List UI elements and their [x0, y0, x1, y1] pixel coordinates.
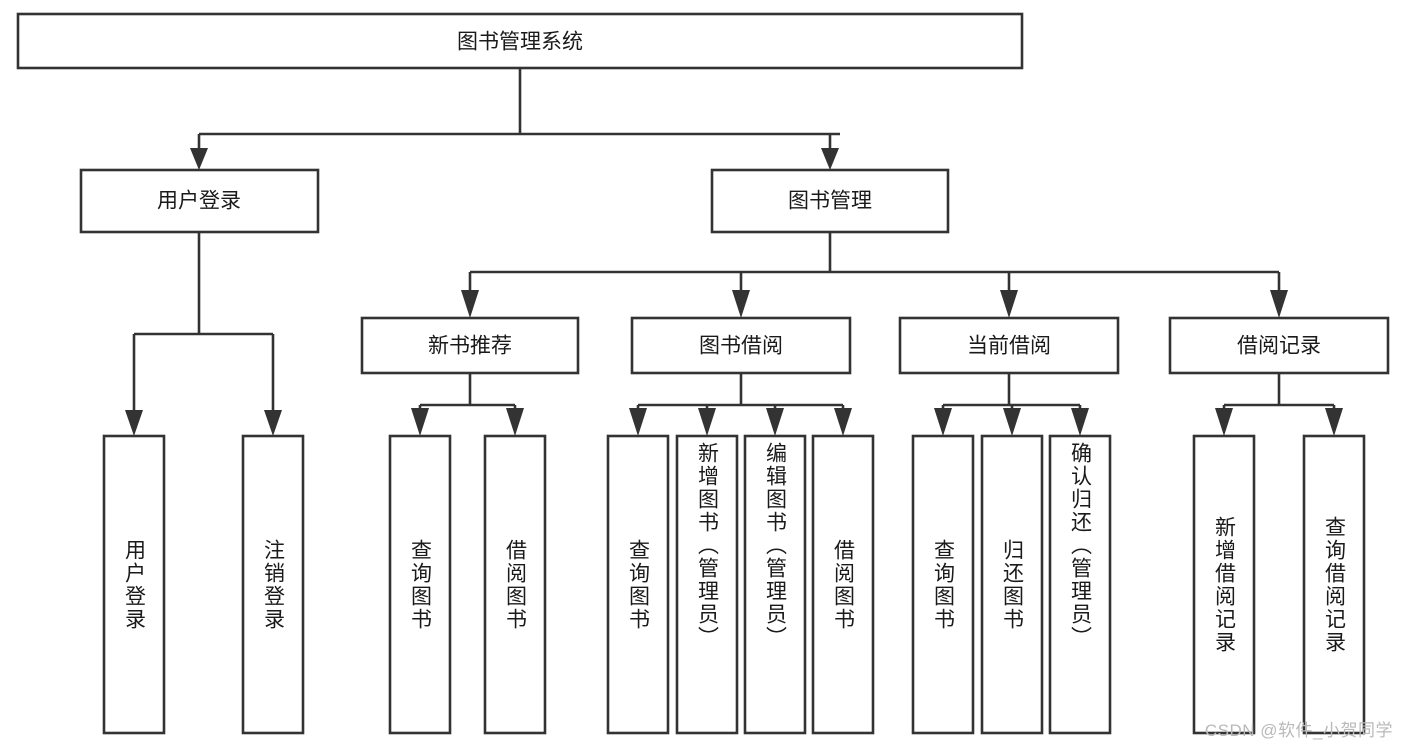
- node-leaf-borrow-book-1-box[interactable]: [483, 434, 547, 735]
- node-user-login-label: 用户登录: [157, 190, 241, 213]
- connectors-layer: [125, 68, 1343, 436]
- node-leaf-user-login-box[interactable]: [102, 434, 166, 735]
- arrowhead-leaf-add-record: [1215, 408, 1233, 436]
- node-current-borrow-box[interactable]: [898, 316, 1120, 375]
- arrowhead-leaf-query-book-2: [629, 408, 647, 436]
- node-book-borrow[interactable]: 图书借阅: [630, 316, 852, 375]
- arrowhead-current-borrow: [1000, 290, 1018, 318]
- node-new-book-recommend-box[interactable]: [360, 316, 580, 375]
- node-new-book-recommend-label: 新书推荐: [428, 335, 512, 358]
- arrowhead-borrow-record: [1270, 290, 1288, 318]
- arrowhead-leaf-edit-book: [766, 408, 784, 436]
- arrowhead-book-manage: [821, 148, 839, 170]
- node-book-borrow-label: 图书借阅: [699, 335, 783, 358]
- arrowhead-leaf-user-logout: [264, 410, 282, 436]
- node-leaf-query-book-2-box[interactable]: [606, 434, 670, 735]
- arrowhead-leaf-return-book: [1003, 408, 1021, 436]
- leaf-boxes-layer: [102, 434, 1366, 735]
- arrowhead-leaf-borrow-book-2: [834, 408, 852, 436]
- arrowhead-new-book-recommend: [461, 290, 479, 318]
- node-leaf-return-book-box[interactable]: [980, 434, 1044, 735]
- arrowhead-leaf-query-record: [1325, 408, 1343, 436]
- node-new-book-recommend[interactable]: 新书推荐: [360, 316, 580, 375]
- node-borrow-record[interactable]: 借阅记录: [1168, 316, 1390, 375]
- node-book-manage[interactable]: 图书管理: [710, 168, 950, 234]
- arrowhead-leaf-user-login: [125, 410, 143, 436]
- watermark: CSDN @软件_小贺同学: [1204, 721, 1393, 740]
- node-leaf-query-book-3-box[interactable]: [911, 434, 975, 735]
- node-leaf-add-record-box[interactable]: [1192, 434, 1256, 735]
- arrowhead-book-borrow: [732, 290, 750, 318]
- arrowhead-leaf-query-book-3: [934, 408, 952, 436]
- node-current-borrow-label: 当前借阅: [967, 335, 1051, 358]
- node-root[interactable]: 图书管理系统: [16, 12, 1024, 70]
- node-current-borrow[interactable]: 当前借阅: [898, 316, 1120, 375]
- node-leaf-borrow-book-2-box[interactable]: [811, 434, 875, 735]
- node-book-manage-label: 图书管理: [788, 190, 872, 213]
- arrowhead-leaf-borrow-book-1: [506, 408, 524, 436]
- node-user-login-box[interactable]: [79, 168, 320, 234]
- arrowhead-user-login: [190, 148, 208, 170]
- node-borrow-record-box[interactable]: [1168, 316, 1390, 375]
- node-book-manage-box[interactable]: [710, 168, 950, 234]
- node-leaf-confirm-return-box[interactable]: [1048, 434, 1112, 735]
- node-root-box[interactable]: [16, 12, 1024, 70]
- node-leaf-add-book-box[interactable]: [675, 434, 739, 735]
- node-user-login[interactable]: 用户登录: [79, 168, 320, 234]
- node-leaf-query-book-1-box[interactable]: [388, 434, 452, 735]
- node-leaf-user-logout-box[interactable]: [241, 434, 305, 735]
- node-book-borrow-box[interactable]: [630, 316, 852, 375]
- arrowhead-leaf-query-book-1: [411, 408, 429, 436]
- node-root-label: 图书管理系统: [457, 31, 583, 54]
- node-leaf-edit-book-box[interactable]: [743, 434, 807, 735]
- node-leaf-query-record-box[interactable]: [1302, 434, 1366, 735]
- arrowhead-leaf-confirm-return: [1071, 408, 1089, 436]
- arrowhead-leaf-add-book: [698, 408, 716, 436]
- node-borrow-record-label: 借阅记录: [1237, 335, 1321, 358]
